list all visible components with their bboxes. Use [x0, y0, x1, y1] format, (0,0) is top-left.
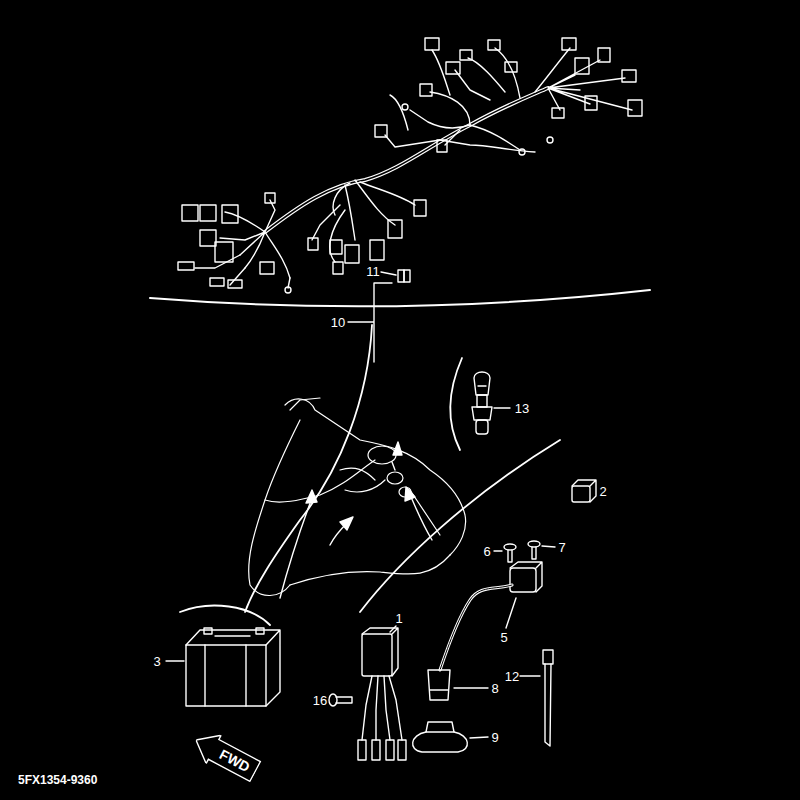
callout-number: 5 — [500, 631, 507, 644]
callout-number: 11 — [366, 265, 380, 278]
ignition-coil — [440, 562, 542, 670]
bolt — [329, 694, 352, 706]
main-switch — [472, 372, 492, 434]
wire-harness — [178, 38, 642, 293]
leader-line — [166, 660, 184, 661]
divider-arc — [450, 358, 462, 450]
screw — [504, 541, 540, 562]
leader-line — [494, 407, 510, 408]
callout-number: 13 — [515, 402, 529, 415]
cable-strap — [543, 650, 553, 746]
leader-line — [390, 626, 396, 632]
leader-line — [494, 550, 502, 551]
divider-arc — [180, 606, 270, 625]
divider-arc — [150, 290, 650, 306]
callout-number: 8 — [491, 682, 498, 695]
location-arrows — [280, 442, 432, 598]
motorcycle-outline — [249, 398, 466, 596]
callout-number: 1 — [395, 612, 402, 625]
callout-number: 7 — [558, 541, 565, 554]
leader-line — [506, 598, 516, 628]
callout-number: 9 — [491, 731, 498, 744]
callout-number: 2 — [599, 485, 606, 498]
leader-line — [520, 675, 540, 676]
rubber-cap — [413, 722, 468, 752]
relay — [572, 480, 596, 502]
callout-number: 6 — [483, 545, 490, 558]
callout-number: 12 — [505, 670, 519, 683]
divider-arc — [360, 440, 560, 612]
part-code: 5FX1354-9360 — [18, 774, 97, 786]
battery — [186, 628, 280, 706]
callout-number: 3 — [153, 655, 160, 668]
divider-arc — [245, 325, 372, 612]
plug-cap — [428, 670, 450, 700]
ignitor-unit — [358, 628, 406, 760]
callout-number: 16 — [313, 694, 327, 707]
leader-line — [381, 272, 396, 275]
callout-number: 10 — [331, 316, 345, 329]
leader-line — [542, 546, 555, 547]
leader-line — [470, 737, 488, 738]
direction-arrow: FWD — [188, 726, 263, 786]
arrow-shape — [188, 726, 262, 786]
leader-line — [454, 687, 488, 688]
